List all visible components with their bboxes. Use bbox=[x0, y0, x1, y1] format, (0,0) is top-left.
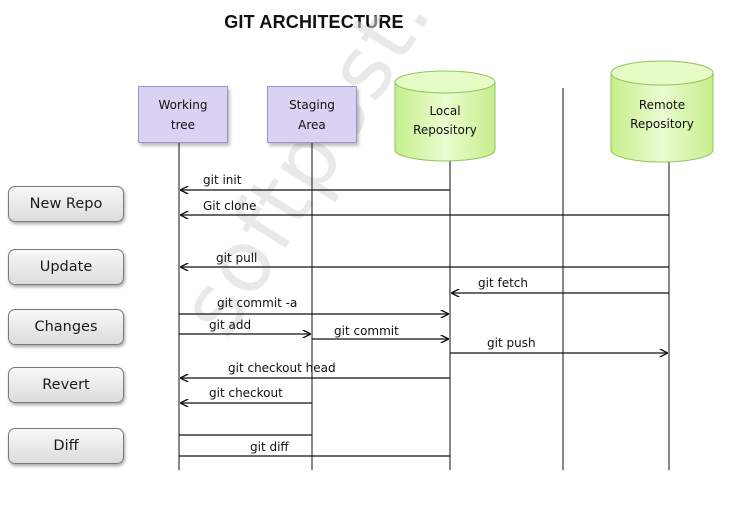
label-git-diff: git diff bbox=[250, 440, 289, 454]
label-git-checkout: git checkout bbox=[209, 386, 283, 400]
label-git-clone: Git clone bbox=[203, 199, 257, 213]
label-git-add: git add bbox=[209, 318, 252, 332]
remote-repository-label: Remote Repository bbox=[630, 98, 694, 131]
new-repo-button[interactable]: New Repo bbox=[8, 186, 124, 222]
remote-repository-cylinder bbox=[610, 60, 714, 163]
update-button[interactable]: Update bbox=[8, 249, 124, 285]
revert-button[interactable]: Revert bbox=[8, 367, 124, 403]
staging-area-box: Staging Area bbox=[267, 86, 357, 143]
label-git-fetch: git fetch bbox=[478, 276, 528, 290]
diagram-title: GIT ARCHITECTURE bbox=[224, 12, 404, 32]
local-repository-label: Local Repository bbox=[413, 104, 477, 137]
label-git-pull: git pull bbox=[216, 251, 258, 265]
label-git-commit: git commit bbox=[334, 324, 399, 338]
changes-button[interactable]: Changes bbox=[8, 309, 124, 345]
working-tree-box: Working tree bbox=[138, 86, 228, 143]
label-git-commit-a: git commit -a bbox=[217, 296, 298, 310]
diff-button[interactable]: Diff bbox=[8, 428, 124, 464]
local-repository-cylinder bbox=[394, 70, 496, 162]
label-git-push: git push bbox=[487, 336, 536, 350]
label-git-init: git init bbox=[203, 173, 242, 187]
label-git-checkout-head: git checkout head bbox=[228, 361, 336, 375]
